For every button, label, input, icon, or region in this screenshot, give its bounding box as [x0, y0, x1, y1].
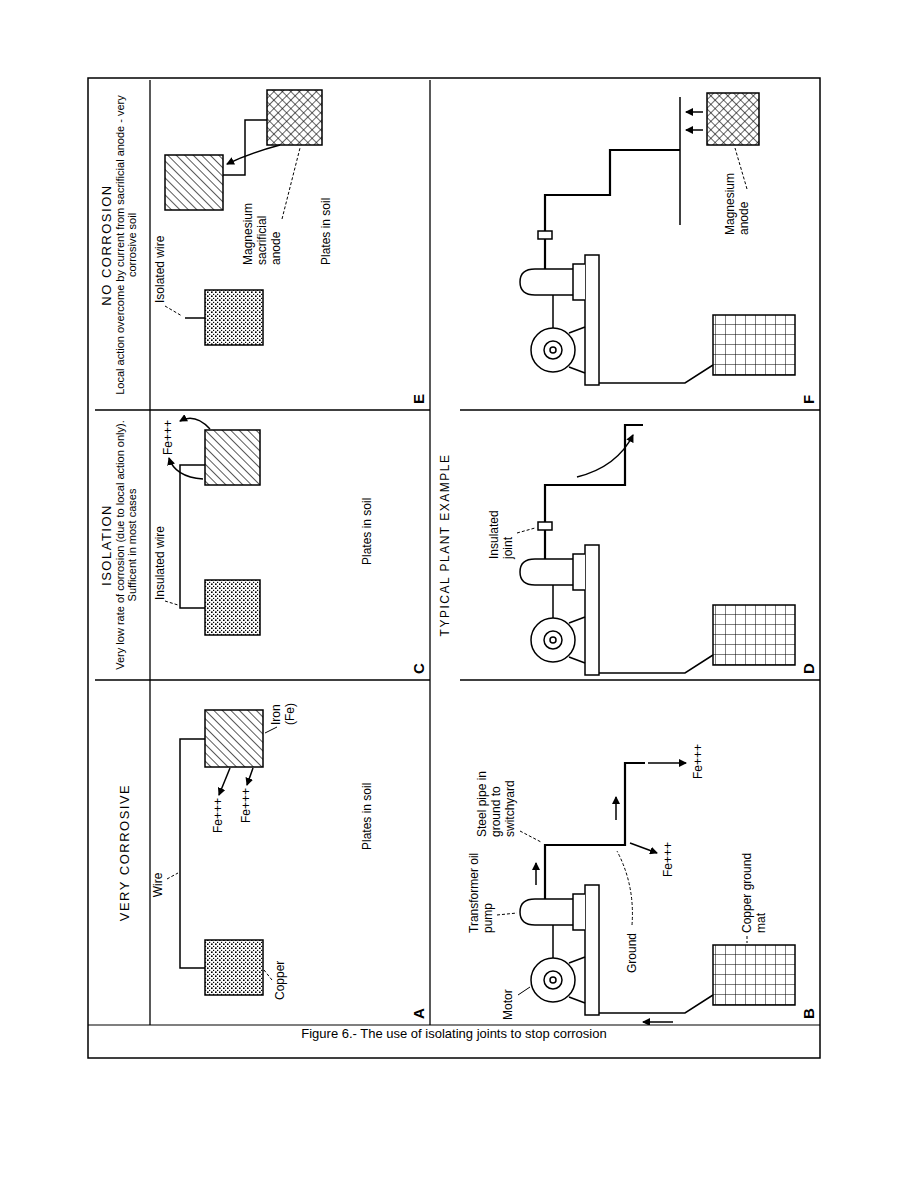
part-label: Fe+++ — [161, 420, 175, 455]
part-label: Fe+++ — [211, 798, 225, 833]
label-box: Motor — [501, 975, 515, 1020]
panel-a-art — [167, 710, 277, 995]
part-label: Wire — [151, 873, 165, 898]
label-box: Plates in soil — [319, 165, 333, 265]
label-box: Insulated joint — [487, 493, 515, 559]
label-box: TYPICAL PLANT EXAMPLE — [438, 395, 452, 695]
label-box: Insulated wire — [153, 500, 167, 600]
panel: ISOLATIONVery low rate of corrosion (due… — [95, 410, 430, 680]
label-box: Iron (Fe) — [269, 685, 297, 725]
part-label: Copper — [273, 961, 287, 1000]
part-label: Isolated wire — [153, 236, 167, 303]
part-label: Insulated joint — [487, 510, 515, 559]
label-box: Magnesium anode — [723, 153, 751, 235]
panel-heading: ISOLATION — [99, 504, 114, 586]
label-box: Copper ground mat — [740, 841, 768, 933]
rotated-figure: VERY CORROSIVE A ISOLATIONVery low rate of… — [95, 80, 820, 1025]
label-box: Fe+++ — [661, 835, 675, 877]
panel-letter: B — [800, 1008, 820, 1025]
label-box: Magnesium sacrificial anode — [241, 185, 283, 265]
label-box: Steel pipe in ground to switchyard — [475, 755, 517, 837]
panel-letter: D — [800, 663, 820, 680]
part-label: Fe+++ — [691, 744, 705, 779]
panel-e-art — [165, 90, 322, 345]
label-box: Isolated wire — [153, 211, 167, 303]
panel-letter: C — [410, 663, 430, 680]
outer-border — [88, 78, 820, 1058]
panel-letter: E — [410, 394, 430, 410]
part-label: Insulated wire — [153, 526, 167, 600]
part-label: Magnesium sacrificial anode — [241, 203, 283, 265]
panel-d-art — [517, 425, 795, 675]
part-label: Steel pipe in ground to switchyard — [475, 771, 517, 837]
part-label: Fe+++ — [661, 842, 675, 877]
part-label: Plates in soil — [360, 498, 374, 565]
panel-note: Very low rate of corrosion (due to local… — [114, 410, 138, 680]
figure-caption: Figure 6.- The use of isolating joints t… — [301, 1026, 606, 1041]
panel-letter: F — [800, 395, 820, 410]
panel-heading: NO CORROSION — [99, 184, 114, 305]
label-box: Copper — [273, 950, 287, 1000]
part-label: TYPICAL PLANT EXAMPLE — [438, 454, 452, 637]
label-box: Plates in soil — [360, 465, 374, 565]
part-label: Ground — [625, 933, 639, 973]
part-label: Plates in soil — [360, 783, 374, 850]
panel-c-art — [165, 418, 260, 635]
label-box: Fe+++ — [211, 791, 225, 833]
label-box: Fe+++ — [691, 737, 705, 779]
part-label: Fe+++ — [239, 788, 253, 823]
part-label: Magnesium anode — [723, 173, 751, 235]
part-label: Transformer oil pump — [467, 853, 495, 933]
connector-layer — [95, 80, 820, 1025]
label-box: Wire — [151, 865, 165, 905]
label-box: Ground — [625, 923, 639, 973]
panel-note: Local action overcome by current from sa… — [114, 80, 138, 410]
part-label: Copper ground mat — [740, 853, 768, 933]
caption-box: Figure 6.- The use of isolating joints t… — [88, 1026, 820, 1042]
part-label: Motor — [501, 989, 515, 1020]
panel-f-art — [520, 93, 795, 385]
panel-heading: VERY CORROSIVE — [117, 784, 132, 922]
caption-rule — [88, 1024, 820, 1025]
label-box: Transformer oil pump — [467, 843, 495, 933]
label-box: Fe+++ — [239, 781, 253, 823]
panel-letter: A — [410, 1008, 430, 1025]
panel: VERY CORROSIVE A — [95, 680, 430, 1025]
panel-dividers — [95, 80, 820, 1025]
part-label: Plates in soil — [319, 198, 333, 265]
label-box: Fe+++ — [161, 413, 175, 455]
panel: B — [460, 680, 820, 1025]
panel: F — [460, 80, 820, 410]
label-box: Plates in soil — [360, 750, 374, 850]
panel-b-art — [497, 763, 795, 1022]
illustration — [95, 80, 820, 1025]
part-label: Iron (Fe) — [269, 703, 297, 725]
